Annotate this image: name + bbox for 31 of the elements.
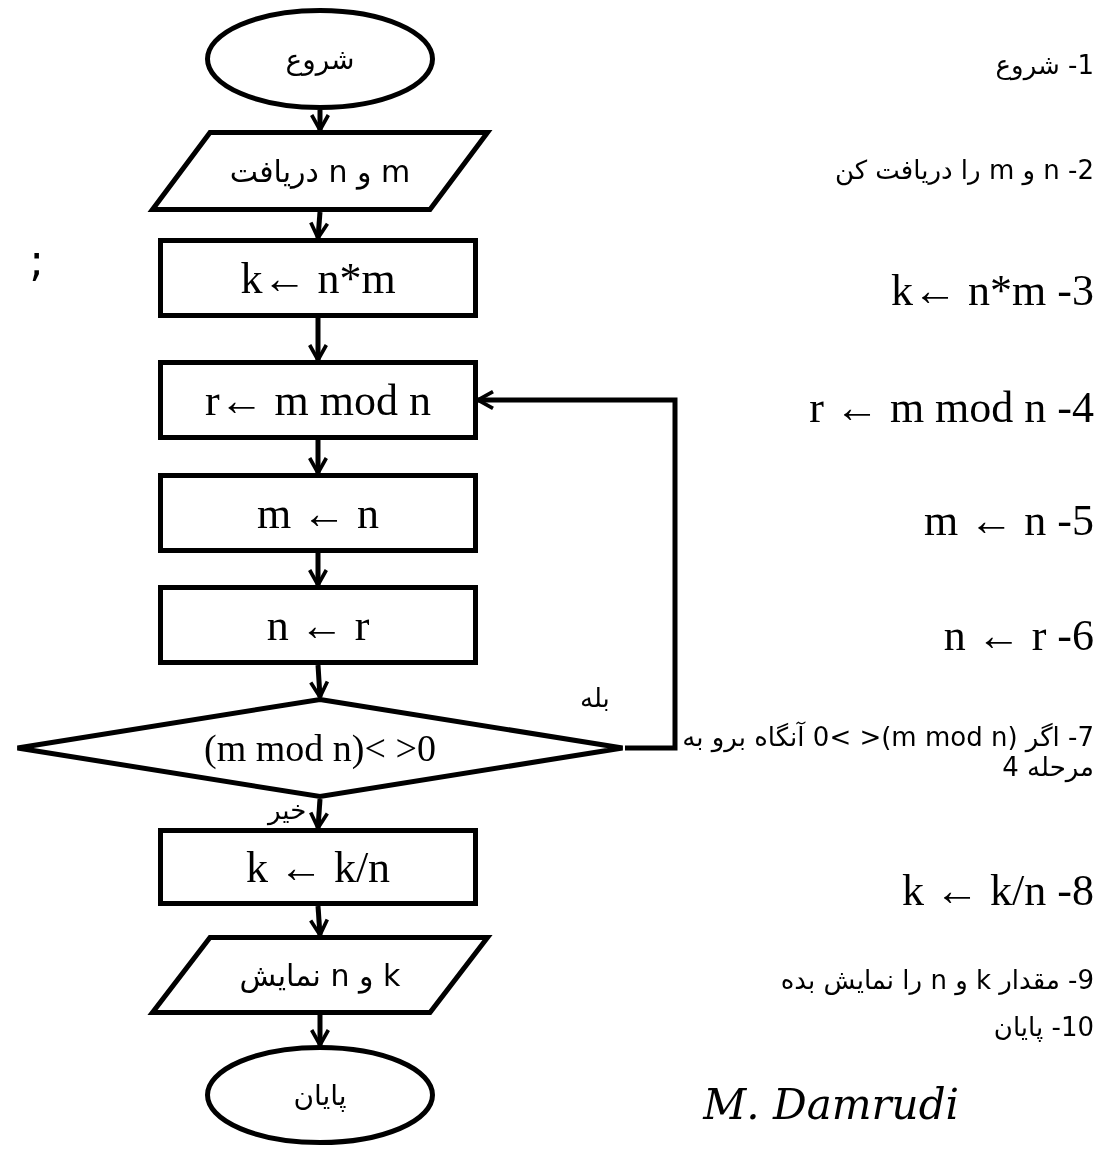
terminal-ellipse: پایان (205, 1045, 435, 1145)
arrow (309, 110, 331, 132)
arrow (309, 211, 330, 240)
step-text: 7- اگر (m mod n)< >0 آنگاه برو به مرحله 4 (681, 722, 1094, 782)
output-parallelogram: نمایش n و k (150, 935, 490, 1015)
step-text: 4- r ← m mod n (809, 382, 1094, 433)
step-text: 9- مقدار k و n را نمایش بده (780, 965, 1094, 995)
input-parallelogram: دریافت n و m (150, 130, 490, 212)
arrow (308, 905, 330, 937)
process-box: n ← r (158, 585, 478, 665)
arrow (307, 318, 329, 362)
arrow (476, 389, 678, 751)
process-box: r← m mod n (158, 360, 478, 440)
step-text: 3- k← n*m (891, 265, 1094, 316)
step-text: 5- m ← n (924, 495, 1094, 546)
arrow (308, 664, 330, 699)
arrow (308, 798, 330, 830)
arrow (309, 1015, 331, 1047)
signature-text: M. Damrudi (703, 1080, 959, 1129)
step-text: 2- n و m را دریافت کن (834, 155, 1094, 185)
step-text: 8- k ← k/n (902, 865, 1094, 916)
process-box: k ← k/n (158, 828, 478, 906)
process-box: k← n*m (158, 238, 478, 318)
step-text: 10- پایان (993, 1012, 1094, 1042)
semicolon-mark: ; (29, 235, 44, 286)
step-text: 6- n ← r (943, 610, 1094, 661)
step-text: 1- شروع (995, 50, 1094, 80)
arrow (307, 440, 329, 475)
terminal-ellipse: شروع (205, 8, 435, 110)
process-box: m ← n (158, 473, 478, 553)
arrow (307, 553, 329, 587)
